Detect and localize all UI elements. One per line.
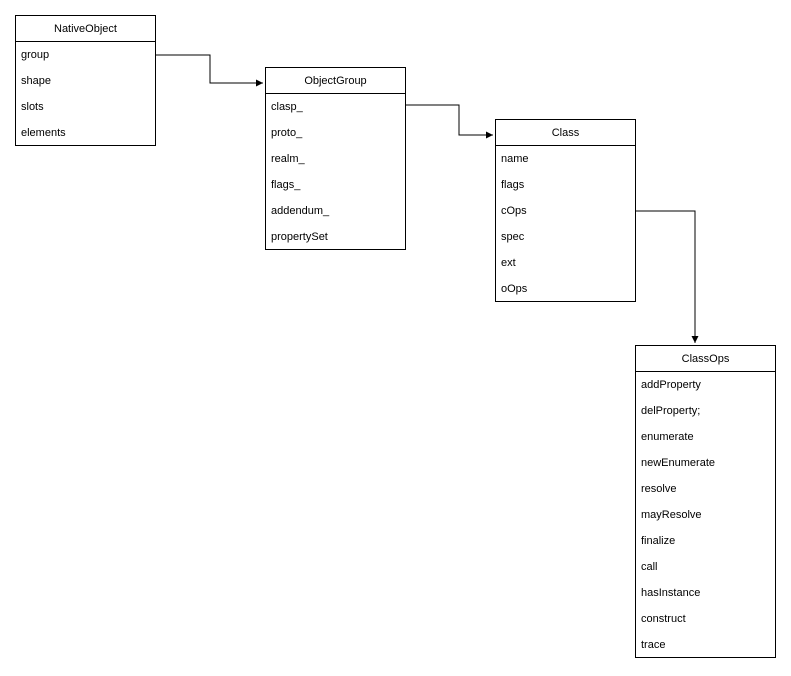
field-class-flags: flags — [501, 179, 525, 191]
field-ext: ext — [501, 257, 516, 269]
field-clasp: clasp_ — [271, 101, 303, 113]
field-proto: proto_ — [271, 127, 303, 139]
field-oops: oOps — [501, 283, 528, 295]
field-new-enumerate: newEnumerate — [641, 457, 715, 469]
field-add-property: addProperty — [641, 379, 701, 391]
field-spec: spec — [501, 231, 525, 243]
connector-group-to-objectgroup — [156, 54, 263, 87]
field-cops: cOps — [501, 205, 527, 217]
field-construct: construct — [641, 613, 686, 625]
field-shape: shape — [21, 75, 51, 87]
field-finalize: finalize — [641, 535, 676, 547]
object-group-title: ObjectGroup — [266, 68, 405, 94]
field-has-instance: hasInstance — [641, 587, 701, 599]
field-resolve: resolve — [641, 483, 677, 495]
field-del-property: delProperty; — [641, 405, 701, 417]
class-ops-title: ClassOps — [636, 346, 775, 372]
field-property-set: propertySet — [271, 231, 328, 243]
field-may-resolve: mayResolve — [641, 509, 702, 521]
field-trace: trace — [641, 639, 666, 651]
connector-clasp-to-class — [406, 104, 493, 139]
class-box: Class name flags cOps spec ext oOps — [495, 119, 636, 302]
class-ops-box: ClassOps addProperty delProperty; enumer… — [635, 345, 776, 658]
object-group-box: ObjectGroup clasp_ proto_ realm_ flags_ … — [265, 67, 406, 250]
field-addendum: addendum_ — [271, 205, 330, 217]
field-name: name — [501, 153, 529, 165]
native-object-box: NativeObject group shape slots elements — [15, 15, 156, 146]
field-slots: slots — [21, 101, 44, 113]
field-group: group — [21, 49, 50, 61]
field-elements: elements — [21, 127, 66, 139]
native-object-title: NativeObject — [16, 16, 155, 42]
field-realm: realm_ — [271, 153, 305, 165]
field-call: call — [641, 561, 658, 573]
field-enumerate: enumerate — [641, 431, 694, 443]
connector-cops-to-classops — [636, 210, 699, 343]
field-flags: flags_ — [271, 179, 301, 191]
class-title: Class — [496, 120, 635, 146]
